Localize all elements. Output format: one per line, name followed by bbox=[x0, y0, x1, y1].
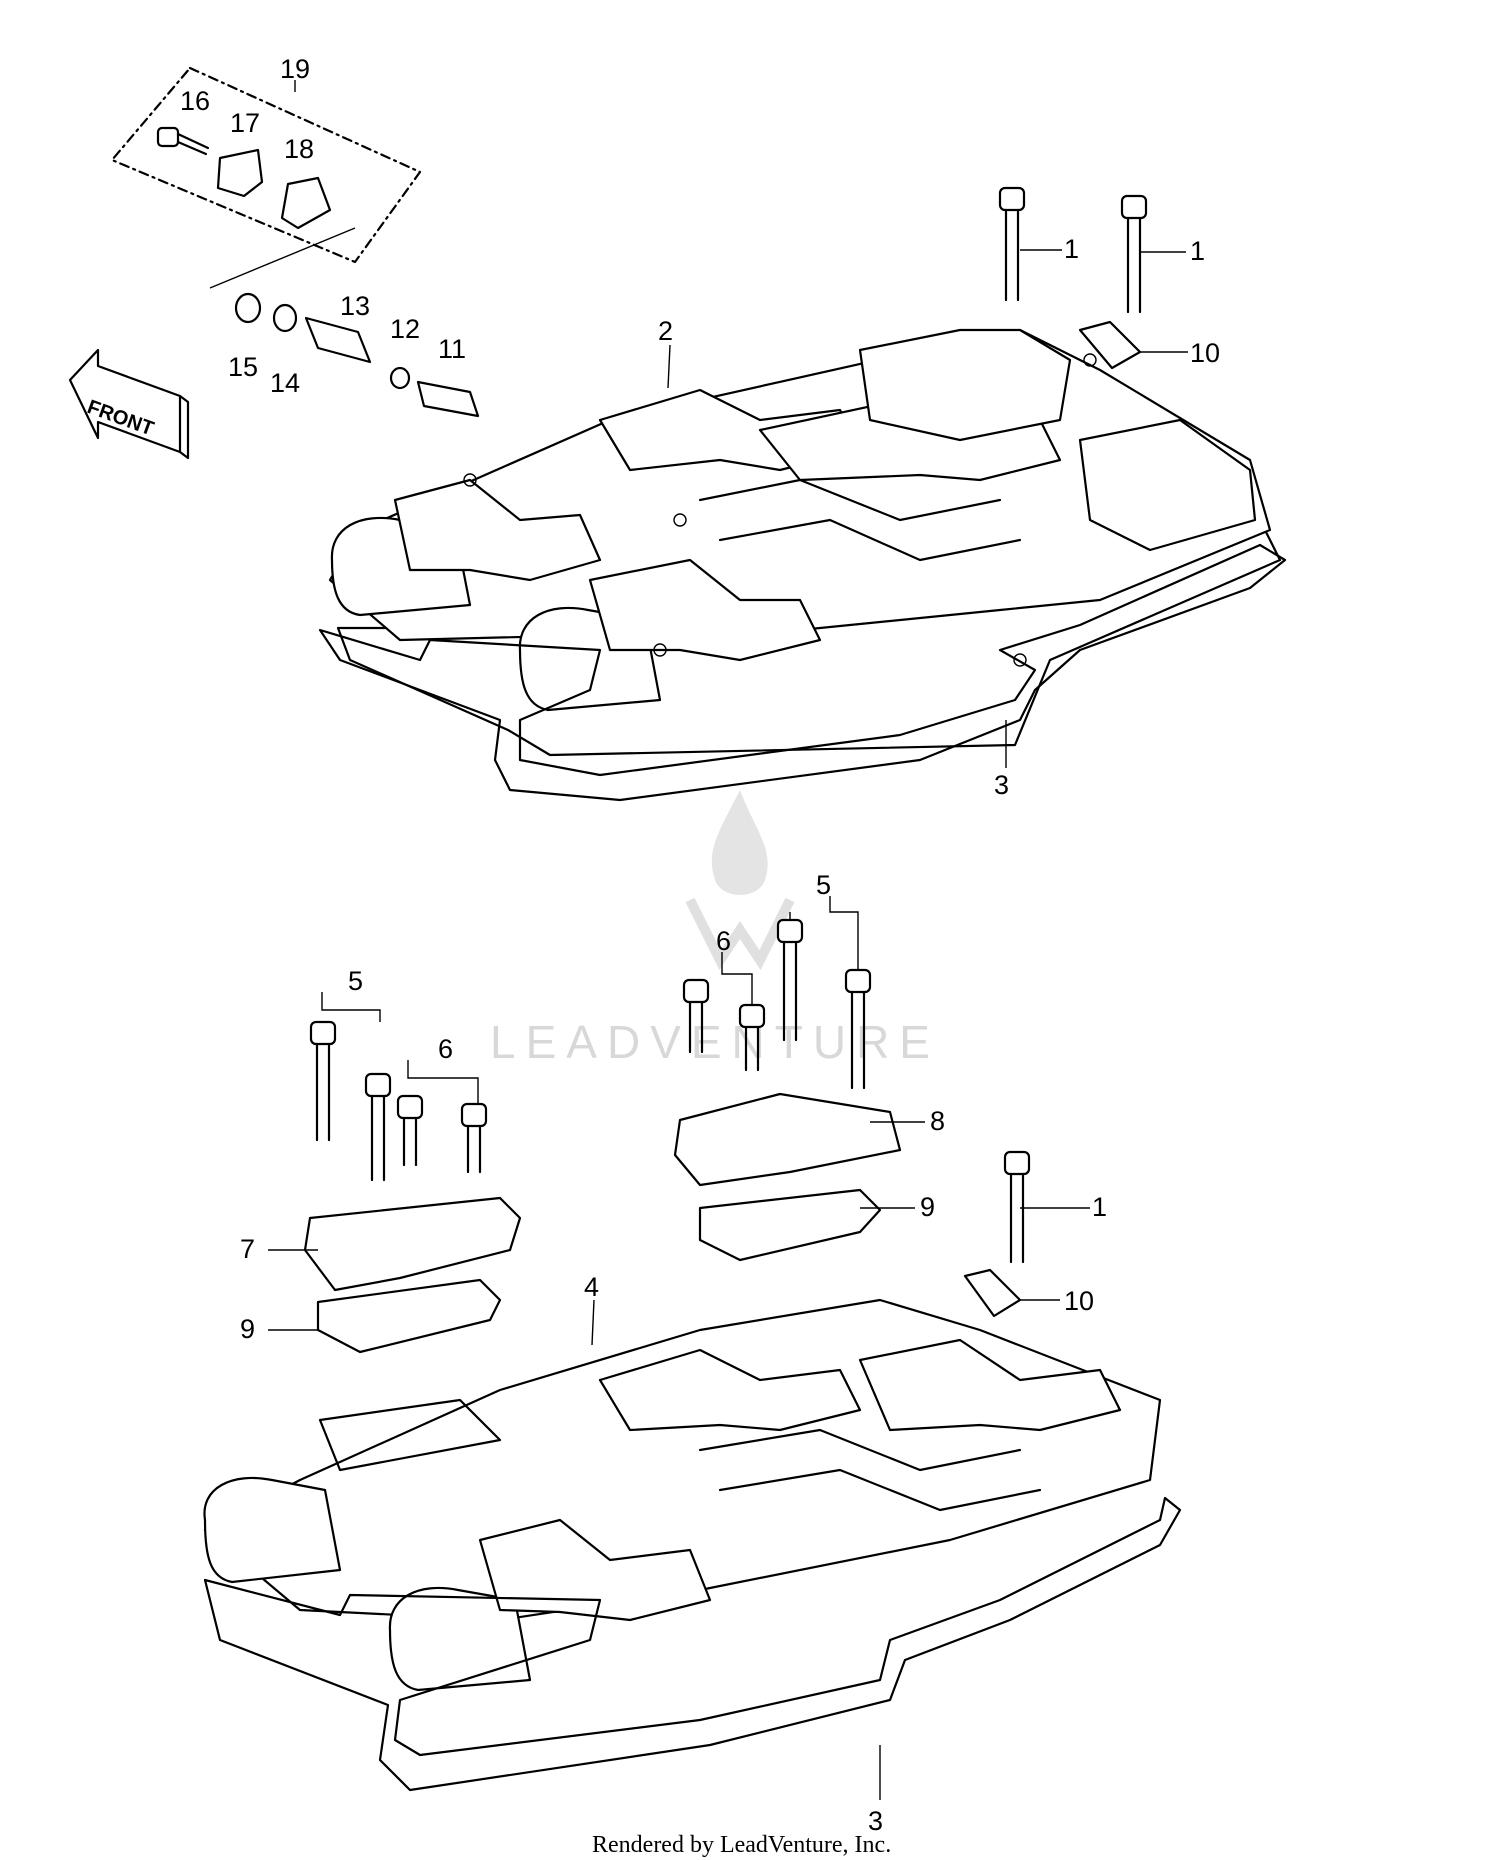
callout-5-right: 5 bbox=[816, 870, 831, 900]
gasket-icon bbox=[318, 543, 1287, 802]
callout-7: 7 bbox=[240, 1234, 255, 1264]
cylinder-head-cover-lower bbox=[203, 1298, 1162, 1692]
footer-credit: Rendered by LeadVenture, Inc. bbox=[592, 1832, 891, 1858]
breather-covers bbox=[303, 1092, 902, 1354]
washer-part-18 bbox=[280, 176, 332, 230]
callout-6-left: 6 bbox=[438, 1034, 453, 1064]
watermark: LEADVENTURE bbox=[490, 790, 940, 1068]
bolts-left bbox=[309, 1020, 488, 1182]
callout-6-right: 6 bbox=[716, 926, 731, 956]
callout-9-left: 9 bbox=[240, 1314, 255, 1344]
callout-18: 18 bbox=[284, 134, 314, 164]
callout-4: 4 bbox=[584, 1272, 599, 1302]
callout-11: 11 bbox=[438, 334, 466, 364]
gasket-icon bbox=[203, 1496, 1182, 1792]
bolts-right bbox=[682, 918, 872, 1090]
callout-1-top-right: 1 bbox=[1190, 236, 1205, 266]
callout-15: 15 bbox=[228, 352, 258, 382]
leader-lines bbox=[268, 80, 1188, 1800]
kit-group-19 bbox=[110, 66, 422, 289]
callout-3-top: 3 bbox=[994, 770, 1009, 800]
callout-17: 17 bbox=[230, 108, 260, 138]
callout-1-top-left: 1 bbox=[1064, 234, 1079, 264]
oil-pipe-fittings bbox=[234, 292, 480, 418]
callout-13: 13 bbox=[340, 291, 370, 321]
washer-part-17 bbox=[216, 148, 264, 198]
callout-8: 8 bbox=[930, 1106, 945, 1136]
callout-9-right: 9 bbox=[920, 1192, 935, 1222]
callout-2: 2 bbox=[658, 316, 673, 346]
bolt-icon bbox=[156, 126, 210, 156]
front-arrow-icon: FRONT bbox=[68, 348, 190, 460]
callout-12: 12 bbox=[390, 314, 420, 344]
callout-5-left: 5 bbox=[348, 966, 363, 996]
callout-labels: 19 16 17 18 13 12 11 15 14 2 1 1 10 3 5 … bbox=[180, 54, 1220, 1836]
callout-19: 19 bbox=[280, 54, 310, 84]
callout-10-lower: 10 bbox=[1064, 1286, 1094, 1316]
bolt-icon bbox=[963, 1150, 1031, 1318]
callout-3-lower: 3 bbox=[868, 1806, 883, 1836]
watermark-text: LEADVENTURE bbox=[490, 1016, 940, 1068]
bolt-icon bbox=[998, 186, 1148, 370]
callout-16: 16 bbox=[180, 86, 210, 116]
callout-10-top: 10 bbox=[1190, 338, 1220, 368]
callout-14: 14 bbox=[270, 368, 300, 398]
callout-1-lower: 1 bbox=[1092, 1192, 1107, 1222]
cylinder-head-cover-upper bbox=[328, 328, 1282, 757]
